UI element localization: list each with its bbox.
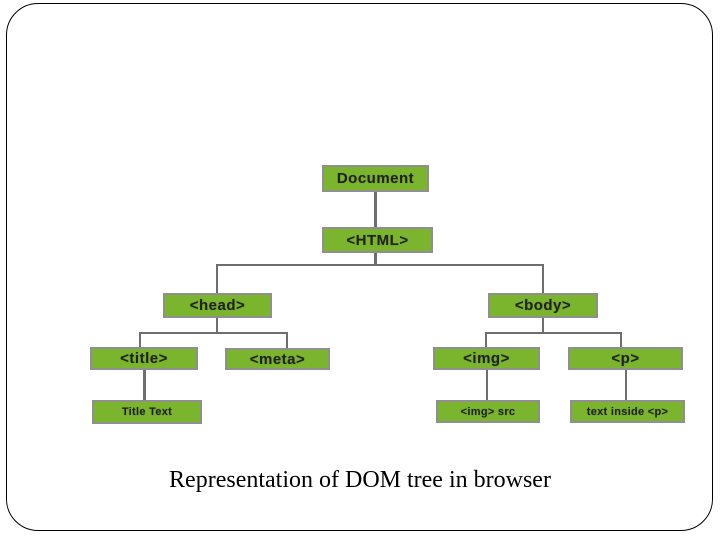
connector-line: [374, 192, 377, 227]
tree-node-img-src: <img> src: [436, 400, 540, 423]
connector-line: [485, 332, 622, 334]
connector-line: [286, 332, 288, 348]
tree-node-meta: <meta>: [225, 348, 330, 370]
connector-line: [486, 370, 488, 400]
connector-line: [216, 318, 218, 334]
tree-node-title: <title>: [90, 347, 198, 370]
slide-border-frame: [6, 3, 713, 531]
caption: Representation of DOM tree in browser: [169, 467, 551, 493]
tree-node-body: <body>: [488, 293, 598, 318]
connector-line: [485, 332, 487, 347]
connector-line: [620, 332, 622, 347]
tree-node-img: <img>: [433, 347, 540, 370]
connector-line: [216, 264, 544, 266]
connector-line: [542, 318, 544, 334]
connector-line: [625, 370, 627, 400]
tree-node-head: <head>: [163, 293, 272, 318]
tree-node-title-text: Title Text: [92, 400, 202, 424]
tree-node-html: <HTML>: [322, 227, 433, 253]
tree-node-text-inside-p: text inside <p>: [570, 400, 685, 423]
connector-line: [139, 332, 288, 334]
connector-line: [216, 264, 218, 293]
connector-line: [139, 332, 141, 347]
tree-node-p: <p>: [568, 347, 683, 370]
connector-line: [143, 370, 146, 400]
connector-line: [374, 253, 377, 266]
connector-line: [542, 264, 544, 293]
tree-node-document: Document: [322, 165, 429, 192]
